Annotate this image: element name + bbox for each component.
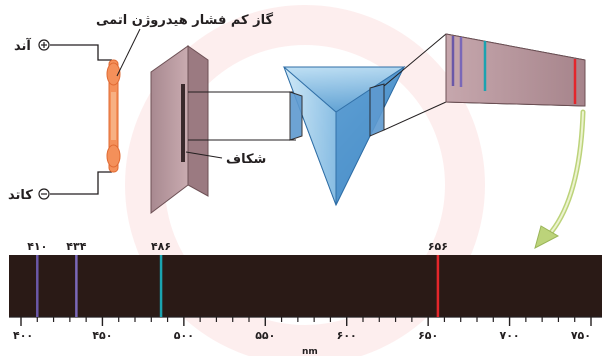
pointer-arrow (534, 109, 586, 249)
spectral-line-labels: ۴۱۰ ۴۳۴ ۴۸۶ ۶۵۶ (27, 240, 448, 253)
prism (282, 65, 406, 207)
anode-label: آند (14, 37, 31, 54)
tick-label: ۵۰۰ (174, 329, 194, 342)
slit-label: شکاف (226, 152, 266, 167)
minor-ticks (36, 317, 576, 322)
tick-label: ۶۰۰ (337, 329, 357, 342)
tick-label: ۴۰۰ (13, 329, 33, 342)
spectral-line-label: ۶۵۶ (428, 240, 448, 253)
cathode-terminal: کاتد (8, 188, 50, 203)
cathode-label: کاتد (8, 188, 33, 203)
detector-screen (445, 33, 586, 107)
spectral-line-label: ۴۳۴ (66, 240, 86, 253)
major-ticks (20, 317, 592, 326)
unit-label: nm (302, 347, 318, 356)
discharge-tube (50, 44, 121, 195)
anode-terminal: آند (14, 37, 50, 54)
spectrum-background (9, 255, 602, 317)
spectral-line-label: ۴۸۶ (151, 240, 171, 253)
gas-label: گاز کم فشار هیدروژن اتمی (96, 12, 274, 28)
slit (181, 84, 185, 162)
spectral-lines (36, 255, 440, 317)
tick-label: ۷۰۰ (499, 329, 519, 342)
tick-label: ۶۵۰ (418, 329, 438, 342)
tick-labels: ۴۰۰ ۴۵۰ ۵۰۰ ۵۵۰ ۶۰۰ ۶۵۰ ۷۰۰ ۷۵۰ (13, 329, 591, 342)
emission-spectrum: ۴۱۰ ۴۳۴ ۴۸۶ ۶۵۶ ۴۰۰ ۴۵۰ ۵۰۰ ۵۵۰ ۶۰۰ ۶۵۰ ۷۰۰ ۷۵۰ (9, 240, 602, 342)
light-beam (188, 91, 296, 141)
tick-label: ۵۵۰ (255, 329, 275, 342)
slit-plate (150, 45, 209, 215)
slit-pointer (185, 151, 223, 159)
tick-label: ۴۵۰ (92, 329, 112, 342)
watermark (125, 5, 485, 356)
tick-label: ۷۵۰ (571, 329, 591, 342)
spectral-line-label: ۴۱۰ (27, 240, 47, 253)
gas-pointer (116, 28, 141, 77)
